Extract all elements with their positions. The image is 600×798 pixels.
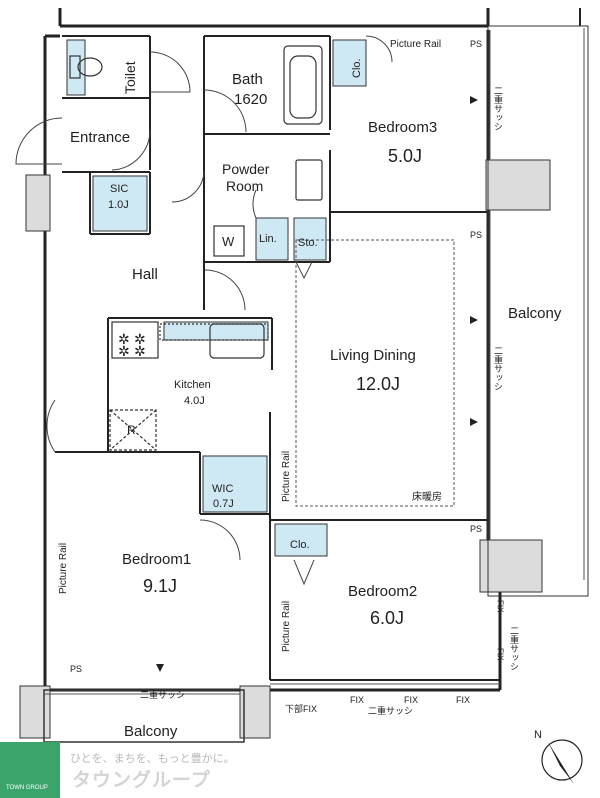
floor-heating-region	[295, 239, 455, 507]
balcony-east-label: Balcony	[508, 305, 562, 322]
ps-mid: PS	[470, 230, 482, 240]
double-sash-2: 二重サッシ	[493, 346, 503, 391]
fix-side-2: FIX	[496, 648, 505, 661]
compass: N	[534, 729, 583, 784]
svg-text:✲: ✲	[118, 331, 130, 347]
double-sash-bottom2: 二重サッシ	[368, 705, 413, 716]
washer-label: W	[222, 234, 235, 249]
brand-logo	[0, 742, 60, 798]
bath-size: 1620	[234, 91, 267, 108]
bedroom3-size: 5.0J	[388, 146, 422, 166]
bedroom1-name: Bedroom1	[122, 551, 191, 568]
compass-label: N	[534, 729, 542, 741]
bedroom3-name: Bedroom3	[368, 119, 437, 136]
picture-rail-bed2: Picture Rail	[281, 601, 292, 652]
compass-ring	[541, 739, 583, 781]
bedroom1-size: 9.1J	[143, 576, 177, 596]
wic-size: 0.7J	[213, 498, 234, 510]
balcony-south-label: Balcony	[124, 723, 178, 740]
storage-label: Sto.	[298, 237, 318, 249]
hall-label: Hall	[132, 266, 158, 283]
powder-line2: Room	[226, 178, 263, 194]
svg-text:✲: ✲	[118, 343, 130, 359]
fix-3: FIX	[456, 695, 470, 705]
picture-rail-top: Picture Rail	[390, 39, 441, 50]
double-sash-bottom: 二重サッシ	[140, 689, 185, 700]
fix-side-1: FIX	[496, 600, 505, 613]
window-markers	[156, 96, 478, 672]
sash-lines	[45, 28, 585, 695]
compass-arrow-icon	[548, 742, 574, 784]
living-size: 12.0J	[356, 374, 400, 394]
room-labels: Toilet Bath 1620 Entrance SIC 1.0J Powde…	[70, 58, 562, 740]
living-name: Living Dining	[330, 347, 416, 364]
brand-tagline: ひとを、まちを、もっと豊かに。	[70, 752, 235, 765]
brand-name: タウングループ	[72, 769, 211, 791]
picture-rail-center: Picture Rail	[281, 451, 292, 502]
south-balcony-outline	[43, 689, 245, 743]
annotations: Picture Rail PS PS PS PS Picture Rail Pi…	[58, 39, 519, 716]
brand-sub: TOWN GROUP	[6, 785, 48, 791]
double-sash-3: 二重サッシ	[509, 626, 519, 671]
fridge-label: R	[127, 423, 136, 437]
closet2-label: Clo.	[290, 539, 310, 551]
ps-top: PS	[470, 39, 482, 49]
east-balcony-outline	[487, 25, 589, 597]
ps-lower: PS	[470, 524, 482, 534]
fixtures	[69, 45, 323, 451]
toilet-label: Toilet	[122, 61, 138, 94]
bedroom2-size: 6.0J	[370, 608, 404, 628]
picture-rail-left: Picture Rail	[58, 543, 69, 594]
fix-1: FIX	[350, 695, 364, 705]
closet3-label: Clo.	[351, 58, 363, 78]
sic-size: 1.0J	[108, 199, 129, 211]
fix-bottom-left: 下部FIX	[285, 703, 317, 714]
kitchen-name: Kitchen	[174, 379, 211, 391]
entrance-label: Entrance	[70, 129, 130, 146]
svg-text:✲: ✲	[134, 343, 146, 359]
kitchen-size: 4.0J	[184, 395, 205, 407]
fix-2: FIX	[404, 695, 418, 705]
powder-line1: Powder	[222, 161, 270, 177]
ps-bottom-left: PS	[70, 664, 82, 674]
wic-name: WIC	[212, 483, 233, 495]
linen-label: Lin.	[259, 233, 277, 245]
structural-columns	[19, 159, 551, 739]
bedroom2-name: Bedroom2	[348, 583, 417, 600]
sic-name: SIC	[110, 183, 128, 195]
bath-name: Bath	[232, 71, 263, 88]
floor-heating-label: 床暖房	[412, 490, 442, 503]
wet-areas	[66, 39, 367, 557]
svg-text:✲: ✲	[134, 331, 146, 347]
double-sash-1: 二重サッシ	[493, 86, 503, 131]
door-swings	[15, 35, 393, 586]
stove-burners: ✲ ✲ ✲ ✲	[118, 331, 146, 359]
